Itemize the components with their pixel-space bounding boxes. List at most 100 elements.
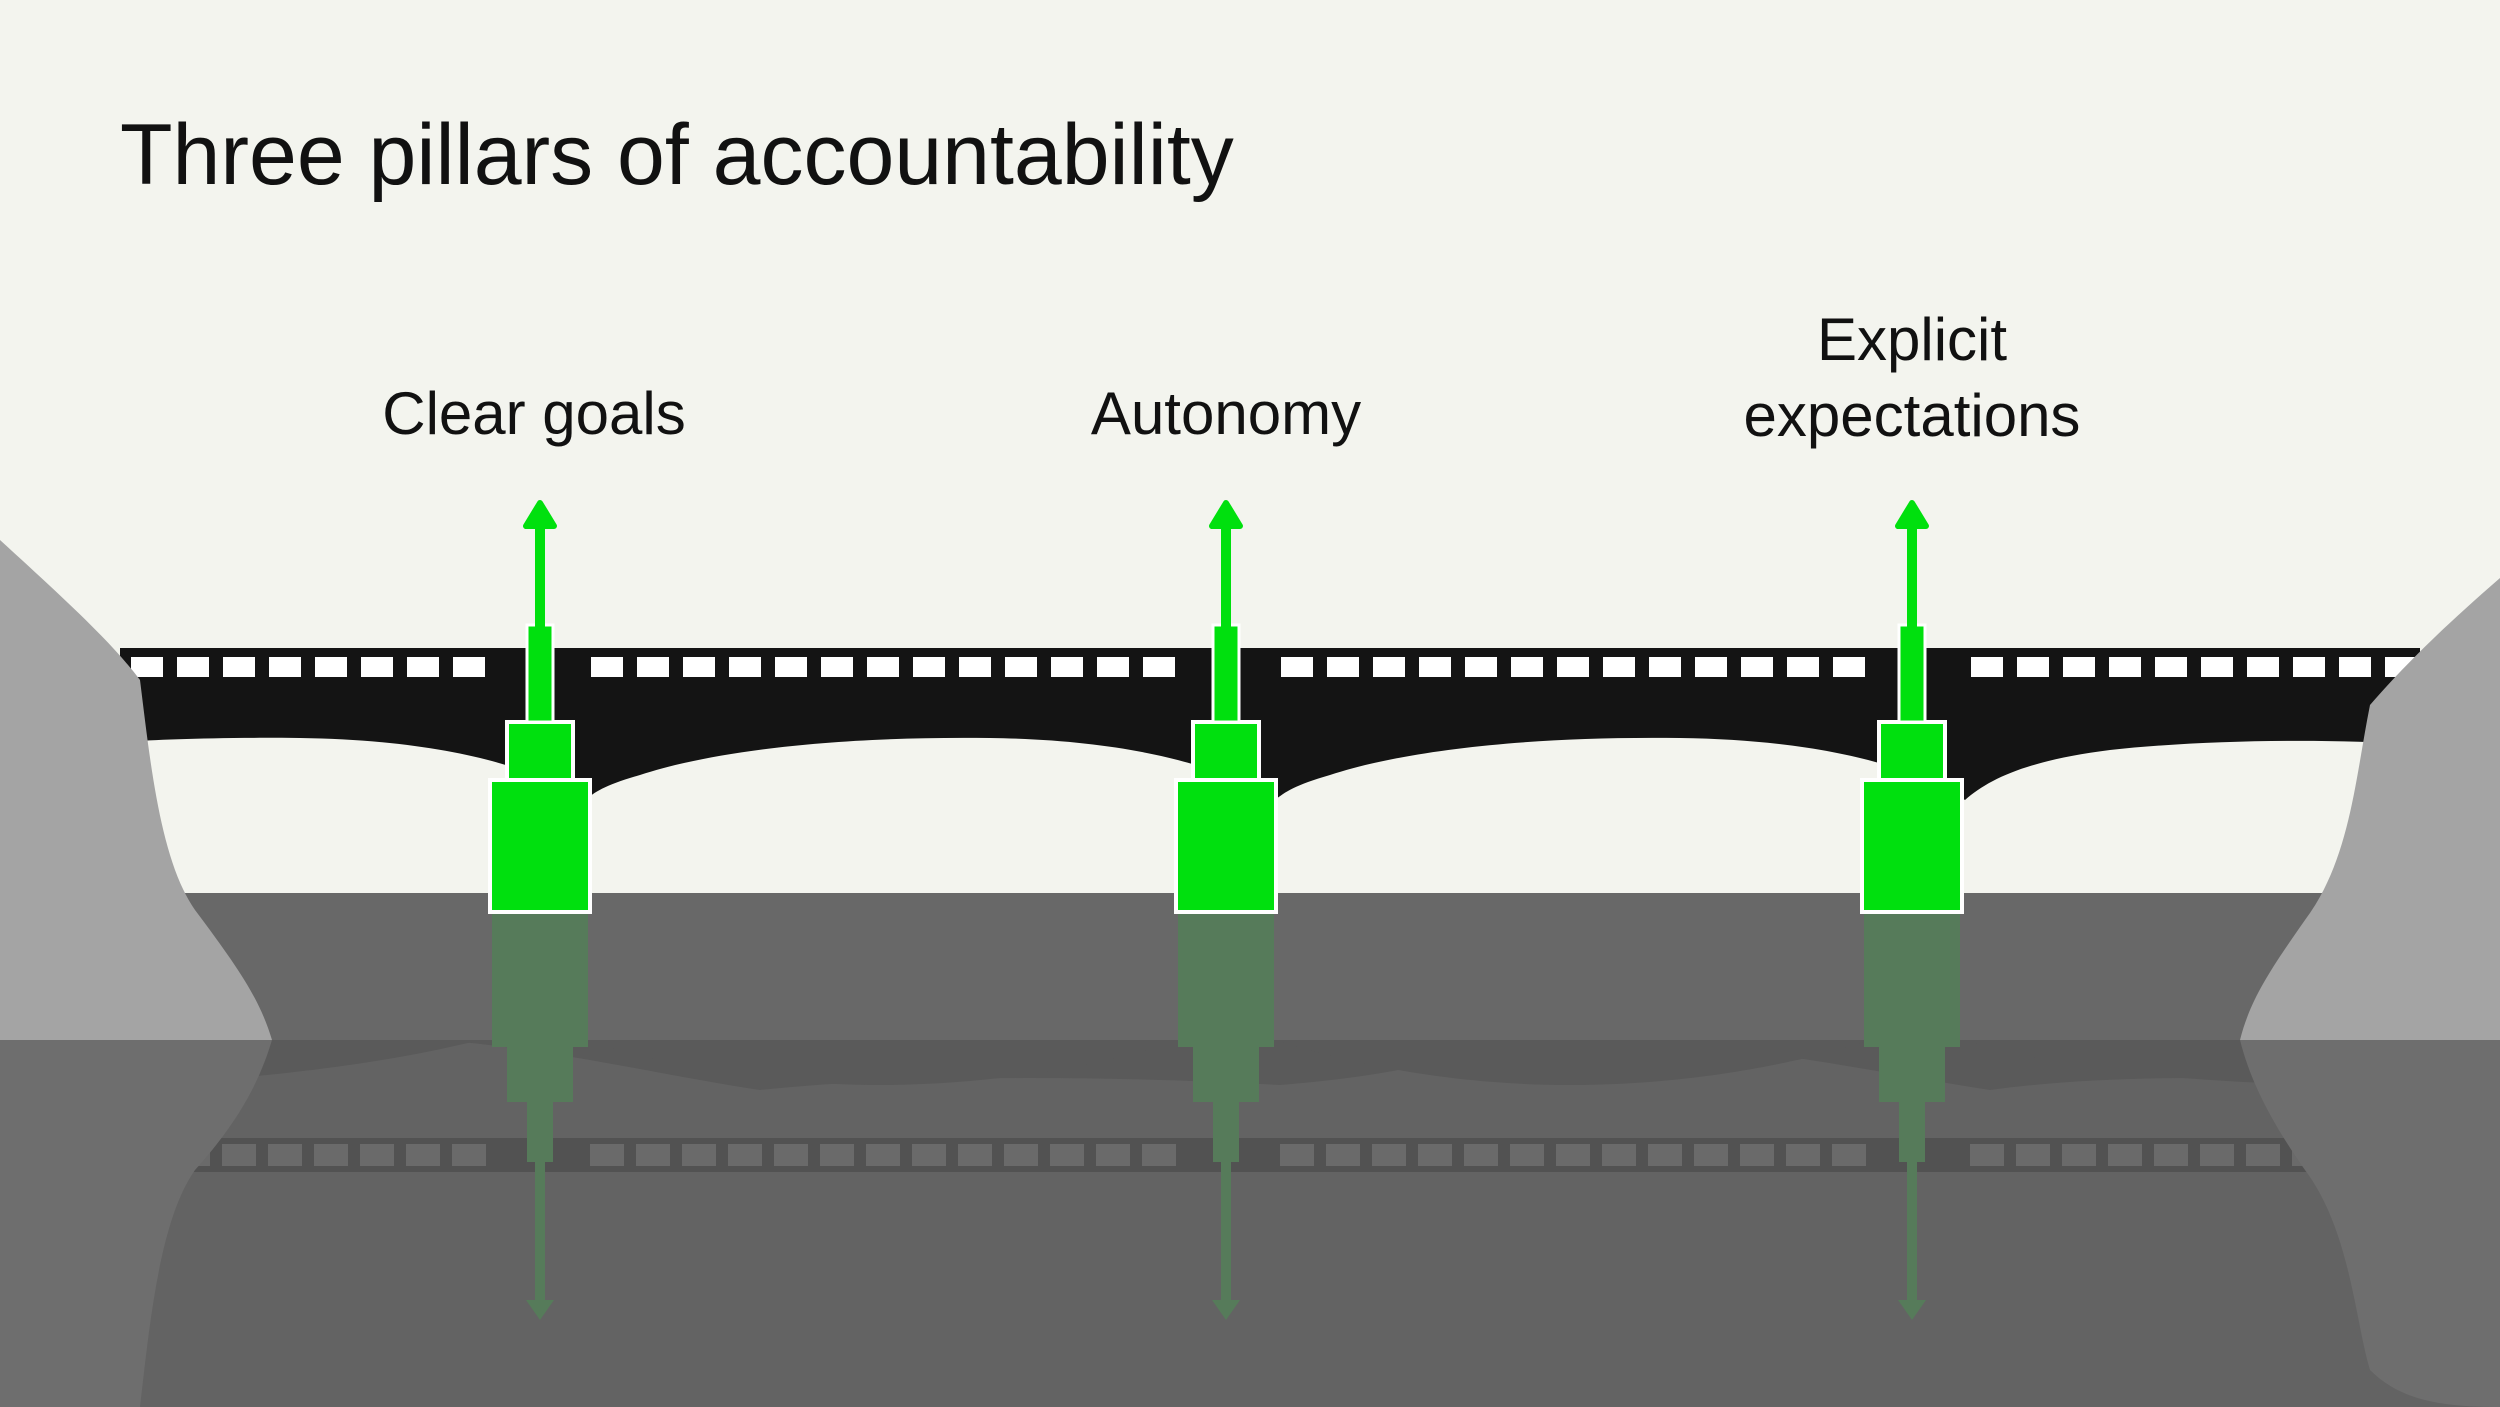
railing-box-reflection [1280, 1144, 1314, 1166]
railing-box [2153, 655, 2189, 679]
pillar-mid [1191, 720, 1261, 782]
railing-box-reflection [958, 1144, 992, 1166]
arrow-shaft [535, 520, 545, 630]
railing-box-reflection [406, 1144, 440, 1166]
pillars [488, 500, 1964, 1320]
railing-box [313, 655, 349, 679]
arrow-head [523, 500, 557, 529]
railing-box [1325, 655, 1361, 679]
bridge-reflection-arches [130, 1040, 2370, 1085]
railing-box-reflection [2062, 1144, 2096, 1166]
railing-box-reflection [682, 1144, 716, 1166]
railing-box [2015, 655, 2051, 679]
right-cliff [2240, 578, 2500, 1040]
pillar-mid [505, 720, 575, 782]
slide-title: Three pillars of accountability [120, 107, 1234, 203]
railing-box [957, 655, 993, 679]
railing-box [267, 655, 303, 679]
pillar-base [488, 778, 592, 914]
arrow-shaft [1221, 520, 1231, 630]
pillar-label-explicit-expectations: Explicit expectations [1743, 306, 2081, 449]
railing-box-reflection [1648, 1144, 1682, 1166]
railing-box-reflection [912, 1144, 946, 1166]
railing-box-reflection [1464, 1144, 1498, 1166]
bridge-arch [120, 690, 2420, 800]
railing-box [221, 655, 257, 679]
railing-box [681, 655, 717, 679]
railing-box-reflection [2154, 1144, 2188, 1166]
railing-box [773, 655, 809, 679]
pillar-base [1174, 778, 1278, 914]
railing-box [865, 655, 901, 679]
railing-box-reflection [1050, 1144, 1084, 1166]
railing-box [589, 655, 625, 679]
pillar-3 [1860, 500, 1964, 1320]
railing-box [727, 655, 763, 679]
arrow-shaft-reflection [535, 1162, 545, 1302]
railing-box-reflection [360, 1144, 394, 1166]
railing-box [1417, 655, 1453, 679]
arrow-shaft-reflection [1221, 1162, 1231, 1302]
pillar-1 [488, 500, 592, 1320]
pillar-base [1860, 778, 1964, 914]
railing-box [911, 655, 947, 679]
railing-box [1509, 655, 1545, 679]
railing-box-reflection [1832, 1144, 1866, 1166]
railing-box-reflection [268, 1144, 302, 1166]
railing-box [1463, 655, 1499, 679]
right-cliff-reflection [2240, 1040, 2500, 1407]
railing-box-reflection [1556, 1144, 1590, 1166]
pillar-label-clear-goals: Clear goals [382, 380, 686, 447]
railing-box-reflection [866, 1144, 900, 1166]
arrow-shaft [1907, 520, 1917, 630]
railing-box-reflection [1096, 1144, 1130, 1166]
railing-box-reflection [2108, 1144, 2142, 1166]
railing-box-reflection [2016, 1144, 2050, 1166]
railing-box [451, 655, 487, 679]
railing-box [2245, 655, 2281, 679]
railing-box-reflection [774, 1144, 808, 1166]
railing-box [1785, 655, 1821, 679]
railing-boxes [129, 655, 2419, 679]
railing-box [1693, 655, 1729, 679]
railing-box-reflection [1004, 1144, 1038, 1166]
railing-box-reflection [314, 1144, 348, 1166]
railing-box [1371, 655, 1407, 679]
railing-box [175, 655, 211, 679]
pillar-2 [1174, 500, 1278, 1320]
railing-box-reflection [1142, 1144, 1176, 1166]
railing-box [129, 655, 165, 679]
pillar-label-autonomy: Autonomy [1090, 380, 1362, 447]
pillar-top [525, 623, 555, 724]
pillar-mid-reflection [1879, 1047, 1945, 1102]
railing-box [1049, 655, 1085, 679]
railing-box-reflection [452, 1144, 486, 1166]
arrow-head [1895, 500, 1929, 529]
pillar-base-reflection [1178, 912, 1274, 1047]
railing-reflection-boxes [130, 1144, 2418, 1166]
railing-box [1969, 655, 2005, 679]
pillar-top-reflection [1899, 1102, 1925, 1162]
arrow-head-reflection [1898, 1300, 1926, 1320]
railing-box-reflection [1372, 1144, 1406, 1166]
railing-box-reflection [1740, 1144, 1774, 1166]
railing-box [819, 655, 855, 679]
railing-box [1647, 655, 1683, 679]
pillar-base-reflection [1864, 912, 1960, 1047]
railing-box [635, 655, 671, 679]
railing-box [1831, 655, 1867, 679]
pillar-top [1211, 623, 1241, 724]
railing-box [1739, 655, 1775, 679]
pillar-top [1897, 623, 1927, 724]
railing-box-reflection [1510, 1144, 1544, 1166]
railing-box [2107, 655, 2143, 679]
pillar-mid-reflection [507, 1047, 573, 1102]
arrow-head-reflection [526, 1300, 554, 1320]
railing-box-reflection [1326, 1144, 1360, 1166]
railing-box [2061, 655, 2097, 679]
railing-box-reflection [1418, 1144, 1452, 1166]
railing-box [1095, 655, 1131, 679]
railing-box-reflection [1694, 1144, 1728, 1166]
